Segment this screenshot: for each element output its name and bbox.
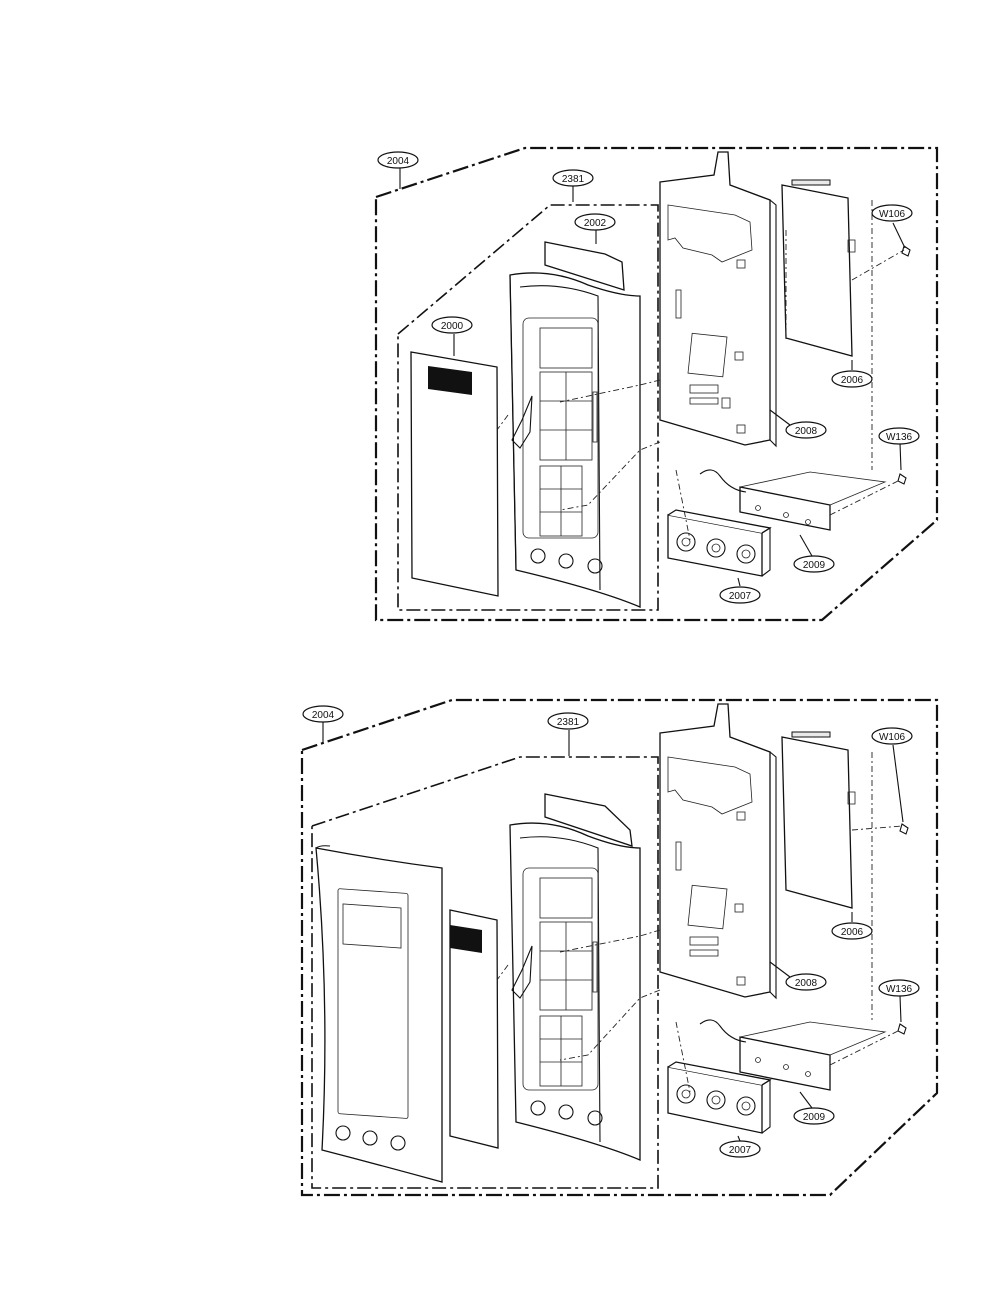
callout-2008: 2008 — [785, 421, 827, 439]
assembly-2381-boundary — [397, 204, 659, 611]
callout-2381: 2381 — [552, 169, 594, 187]
callout-w136-b: W136 — [878, 979, 920, 997]
screw-w106-b — [899, 823, 909, 835]
svg-text:W106: W106 — [879, 209, 906, 220]
callout-2381-b: 2381 — [547, 712, 589, 730]
assembly-2004-boundary-b — [300, 698, 939, 1197]
part-2007-knob-housing-b — [667, 1061, 772, 1134]
callout-2007-b: 2007 — [719, 1140, 761, 1158]
part-2000-membrane — [410, 351, 499, 597]
part-2009-board — [699, 469, 887, 531]
svg-text:W136: W136 — [886, 984, 913, 995]
assembly-2004-boundary — [374, 146, 939, 622]
part-2008-chassis-bracket-b — [659, 703, 777, 1000]
callout-w136: W136 — [878, 427, 920, 445]
callout-w106-b: W106 — [871, 727, 913, 745]
callout-2002: 2002 — [574, 213, 616, 231]
svg-text:2004: 2004 — [387, 156, 410, 167]
svg-text:2000: 2000 — [441, 321, 464, 332]
svg-text:2009: 2009 — [803, 560, 826, 571]
part-membrane-b — [449, 909, 499, 1149]
svg-text:W136: W136 — [886, 432, 913, 443]
callout-2006-b: 2006 — [831, 922, 873, 940]
svg-text:2006: 2006 — [841, 375, 864, 386]
svg-text:2008: 2008 — [795, 978, 818, 989]
svg-text:2007: 2007 — [729, 591, 752, 602]
part-front-panel-cover — [315, 845, 443, 1183]
screw-w136 — [897, 473, 907, 485]
callout-2000: 2000 — [431, 316, 473, 334]
part-2006-pcb-b — [781, 731, 856, 909]
part-2008-chassis-bracket — [659, 151, 777, 448]
leader-lines-bottom — [322, 722, 904, 1142]
diagram-top: 2004 2381 2002 2000 W106 2006 2008 W136 — [374, 146, 939, 622]
svg-text:W106: W106 — [879, 732, 906, 743]
part-2009-board-b — [699, 1019, 887, 1091]
svg-text:2381: 2381 — [562, 174, 585, 185]
part-2007-knob-housing — [667, 509, 772, 577]
svg-text:2002: 2002 — [584, 218, 607, 229]
screw-w106 — [901, 245, 911, 257]
callout-2008-b: 2008 — [785, 973, 827, 991]
diagram-bottom: 2004 2381 W106 2006 2008 W136 2009 2007 — [300, 698, 939, 1197]
part-2381-control-panel-b — [509, 793, 641, 1161]
callout-2006: 2006 — [831, 370, 873, 388]
leader-lines-top — [399, 167, 906, 587]
svg-text:2006: 2006 — [841, 927, 864, 938]
callout-2009-b: 2009 — [793, 1107, 835, 1125]
callout-2007: 2007 — [719, 586, 761, 604]
svg-text:2008: 2008 — [795, 426, 818, 437]
svg-text:2004: 2004 — [312, 710, 335, 721]
assembly-2381-boundary-b — [311, 756, 659, 1189]
screw-w136-b — [897, 1023, 907, 1035]
svg-text:2007: 2007 — [729, 1145, 752, 1156]
callout-w106: W106 — [871, 204, 913, 222]
svg-text:2009: 2009 — [803, 1112, 826, 1123]
part-2381-control-panel — [509, 241, 641, 608]
part-2006-pcb — [781, 179, 856, 357]
callout-2004-b: 2004 — [302, 705, 344, 723]
callout-2004: 2004 — [377, 151, 419, 169]
svg-text:2381: 2381 — [557, 717, 580, 728]
callout-2009: 2009 — [793, 555, 835, 573]
